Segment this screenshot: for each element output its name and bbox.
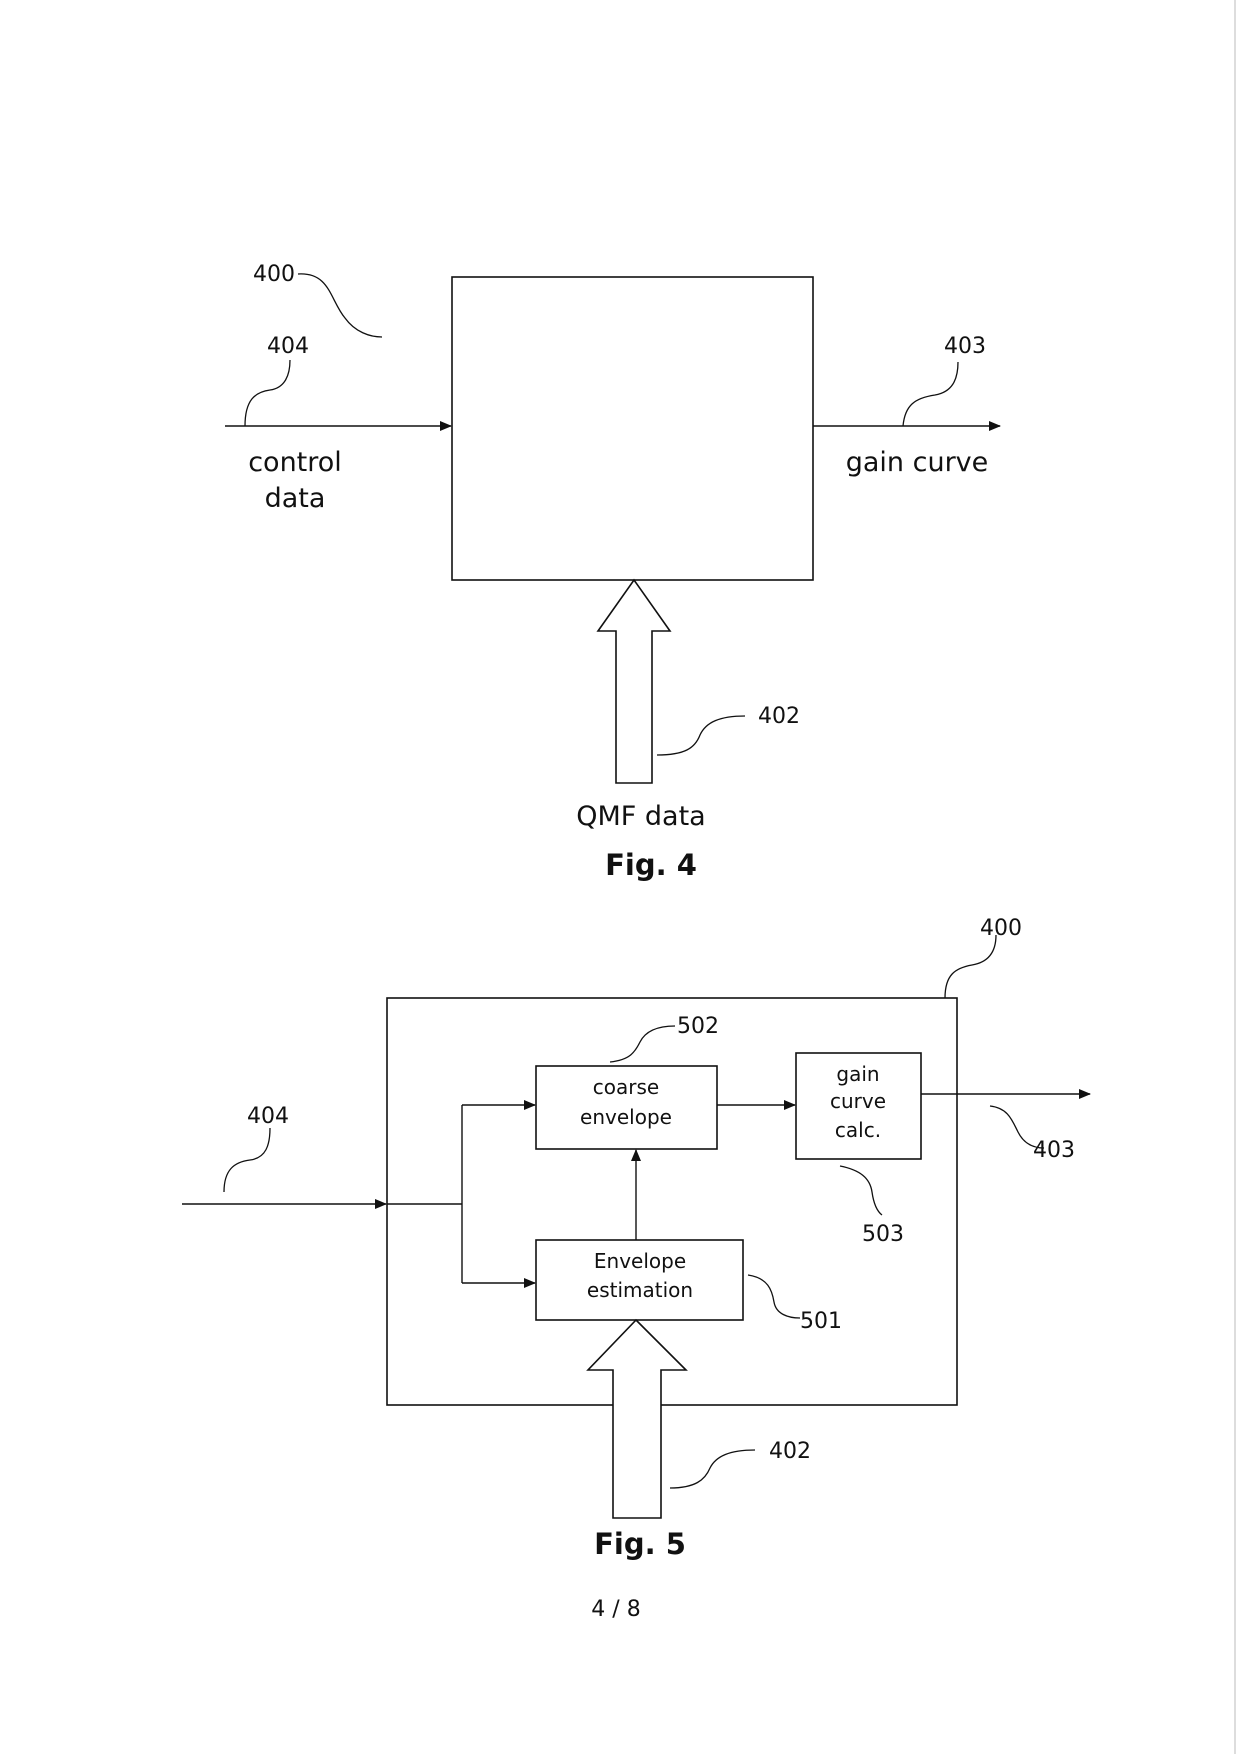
coarse-envelope-label-2: envelope (580, 1105, 672, 1129)
envelope-estimation-label-1: Envelope (594, 1249, 686, 1273)
gain-curve-label: gain curve (846, 447, 989, 478)
qmf-hollow-arrow (586, 1318, 688, 1519)
ref-400: 400 (253, 262, 295, 287)
leader-502 (609, 1025, 676, 1063)
block-400 (386, 997, 958, 1406)
ref-402: 402 (758, 704, 800, 729)
gain-curve-calc-label-3: calc. (835, 1118, 881, 1142)
ref-501: 501 (800, 1309, 842, 1334)
leader-400 (297, 273, 383, 338)
gain-curve-calc-block (795, 1052, 922, 1160)
leader-404 (244, 359, 291, 427)
figure-5-caption: Fig. 5 (594, 1527, 686, 1561)
ref-503: 503 (862, 1222, 904, 1247)
gain-curve-calc-label-1: gain (836, 1062, 879, 1086)
qmf-data-label: QMF data (576, 801, 705, 832)
leader-503 (839, 1165, 883, 1216)
ref-403: 403 (1033, 1138, 1075, 1163)
coarse-envelope-block (535, 1065, 718, 1150)
qmf-data-hollow-arrow (596, 578, 672, 784)
block-400 (451, 276, 814, 581)
ref-402: 402 (769, 1439, 811, 1464)
envelope-estimation-label-2: estimation (587, 1278, 693, 1302)
leader-400 (944, 934, 997, 999)
control-data-label-1: control (248, 447, 342, 478)
leader-403 (989, 1105, 1045, 1149)
leader-501 (747, 1274, 801, 1319)
ref-404: 404 (247, 1104, 289, 1129)
leader-404 (223, 1127, 271, 1193)
leader-403 (902, 361, 959, 427)
envelope-estimation-block (535, 1239, 744, 1321)
leader-402 (656, 715, 746, 756)
page-number: 4 / 8 (591, 1597, 640, 1622)
ref-403: 403 (944, 334, 986, 359)
ref-400: 400 (980, 916, 1022, 941)
leader-402 (669, 1449, 756, 1489)
control-data-label-2: data (265, 483, 326, 514)
figure-5: 400 502 404 403 503 501 402 coarse envel… (182, 916, 1091, 1561)
gain-curve-calc-label-2: curve (830, 1089, 886, 1113)
figure-4-caption: Fig. 4 (605, 848, 697, 882)
coarse-envelope-label-1: coarse (593, 1075, 659, 1099)
ref-404: 404 (267, 334, 309, 359)
figure-4: 400 404 403 402 control data gain curve … (225, 262, 1001, 882)
ref-502: 502 (677, 1014, 719, 1039)
